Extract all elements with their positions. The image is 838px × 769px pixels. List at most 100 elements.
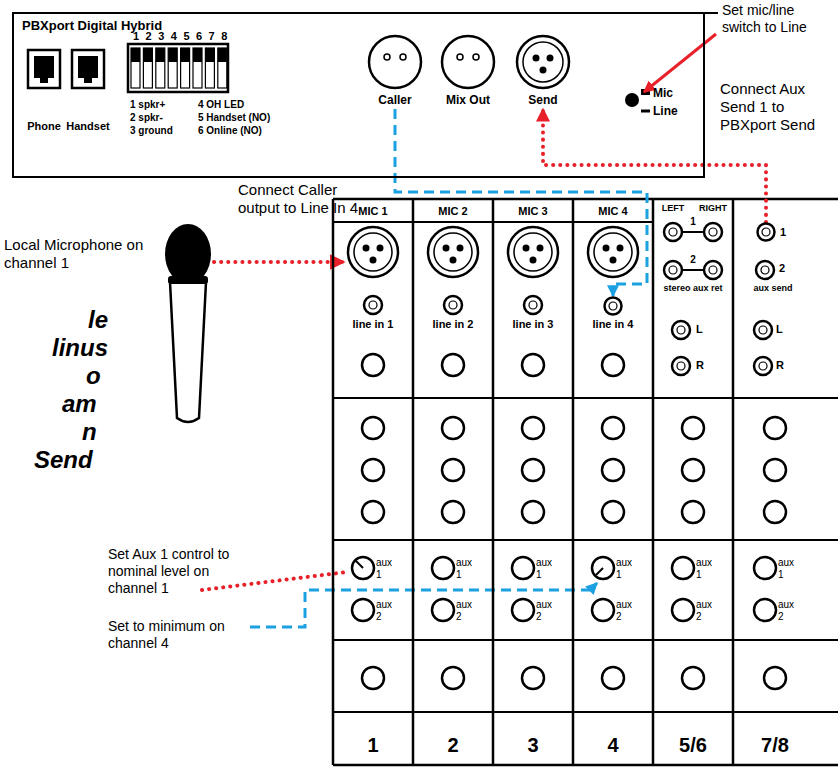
switch-label: Line <box>653 104 678 118</box>
modular-jack <box>28 50 104 88</box>
mixer-panel <box>362 667 384 689</box>
mixer-panel <box>588 227 638 277</box>
mixer-panel <box>602 501 624 523</box>
leader-line <box>202 572 347 590</box>
aux-jack-label: aux send <box>753 283 792 294</box>
mixer-panel <box>754 321 772 339</box>
mixer-panel <box>442 667 464 689</box>
callout-note: Local Microphone on channel 1 <box>4 236 154 272</box>
dip-number: 2 <box>146 30 152 43</box>
modular-jack <box>84 78 92 83</box>
pin-label: 2 spkr- <box>130 112 163 124</box>
node-label: 1 <box>780 226 786 238</box>
line-input-jack: line in 4 <box>593 296 634 330</box>
knob-label: aux 2 <box>376 599 396 623</box>
microphone <box>165 224 211 284</box>
mixer-panel <box>348 227 398 277</box>
dip-switch <box>205 48 214 62</box>
dip-switch <box>193 48 202 62</box>
pin-label: 6 Online (NO) <box>198 125 262 137</box>
dip-number: 3 <box>158 30 164 43</box>
mixer-panel <box>603 245 610 252</box>
knob-label: aux 2 <box>536 599 556 623</box>
mixer-panel <box>362 354 384 376</box>
dip-switch <box>218 48 227 62</box>
mixer-panel <box>352 557 374 579</box>
mixer-panel <box>602 417 624 439</box>
knob-label: aux 1 <box>696 557 716 581</box>
node-label: Mix Out <box>438 93 498 109</box>
mixer-panel <box>442 417 464 439</box>
jack-label: line in 3 <box>513 318 554 331</box>
channel-number: 3 <box>527 733 538 757</box>
mixer-panel <box>732 199 735 765</box>
dip-switch <box>131 48 140 62</box>
jack-socket <box>603 296 623 316</box>
node-label: Send <box>513 93 573 109</box>
xlr-output: Caller <box>365 34 425 109</box>
xlr-input: Send <box>513 34 573 109</box>
mixer-panel <box>682 459 704 481</box>
cropped-text: linus <box>52 334 108 363</box>
jack-label: line in 2 <box>433 318 474 331</box>
mixer-panel <box>524 296 542 314</box>
mixer-panel <box>754 599 776 621</box>
mixer-panel <box>610 257 617 264</box>
dip-switch <box>181 48 190 88</box>
cropped-text: n <box>82 418 97 447</box>
mixer-panel <box>332 199 335 765</box>
mixer-panel <box>450 257 457 264</box>
mixer-panel <box>523 245 530 252</box>
mixer-panel <box>669 228 677 236</box>
dip-number: 4 <box>171 30 177 43</box>
mixer-panel <box>442 354 464 376</box>
mixer-panel <box>362 417 384 439</box>
switch-icon <box>704 12 718 14</box>
mixer-panel <box>530 257 537 264</box>
xlr-output: Mix Out <box>438 34 498 109</box>
mixer-panel <box>370 257 377 264</box>
dip-switch <box>205 48 214 88</box>
mixer-panel <box>754 557 776 579</box>
mixer-panel <box>522 417 544 439</box>
jack-label: Phone <box>27 120 61 133</box>
modular-jack <box>72 50 104 88</box>
aux-jack-label: 1 <box>690 216 696 228</box>
xlr-connector <box>440 34 496 90</box>
mixer-panel <box>664 261 682 279</box>
mixer-panel <box>764 501 786 523</box>
mixer-panel <box>602 354 624 376</box>
knob-label: aux 2 <box>778 599 798 623</box>
cropped-text: am <box>62 390 97 419</box>
dip-switch <box>218 48 227 88</box>
mixer-panel <box>369 301 377 309</box>
mixer-panel <box>764 667 786 689</box>
channel-input-label: MIC 3 <box>518 205 547 218</box>
dip-switch <box>156 48 165 88</box>
mixer-panel <box>754 357 772 375</box>
mixer-panel <box>333 221 653 223</box>
callout-note: Set Aux 1 control to nominal level on ch… <box>108 546 244 596</box>
mixer-panel <box>333 397 838 399</box>
mixer-panel <box>709 266 717 274</box>
jack-label: Handset <box>66 120 109 133</box>
mixer-panel <box>652 199 655 765</box>
mixer-panel <box>761 266 769 274</box>
xlr-connector <box>367 34 423 90</box>
mixer-panel <box>672 357 690 375</box>
dip-switch <box>131 48 140 88</box>
channel-number: 5/6 <box>679 733 707 757</box>
node-label: Caller <box>365 93 425 109</box>
mixer-panel <box>682 501 704 523</box>
mixer-panel <box>664 223 682 241</box>
mixer-panel <box>444 296 462 314</box>
modular-jack <box>34 56 54 78</box>
jack-socket <box>756 222 776 242</box>
switch-icon <box>641 110 650 113</box>
mixer-panel <box>709 228 717 236</box>
mixer-panel <box>764 459 786 481</box>
mixer-panel <box>363 245 370 252</box>
mixer-panel <box>602 667 624 689</box>
mixer-panel <box>508 227 558 277</box>
